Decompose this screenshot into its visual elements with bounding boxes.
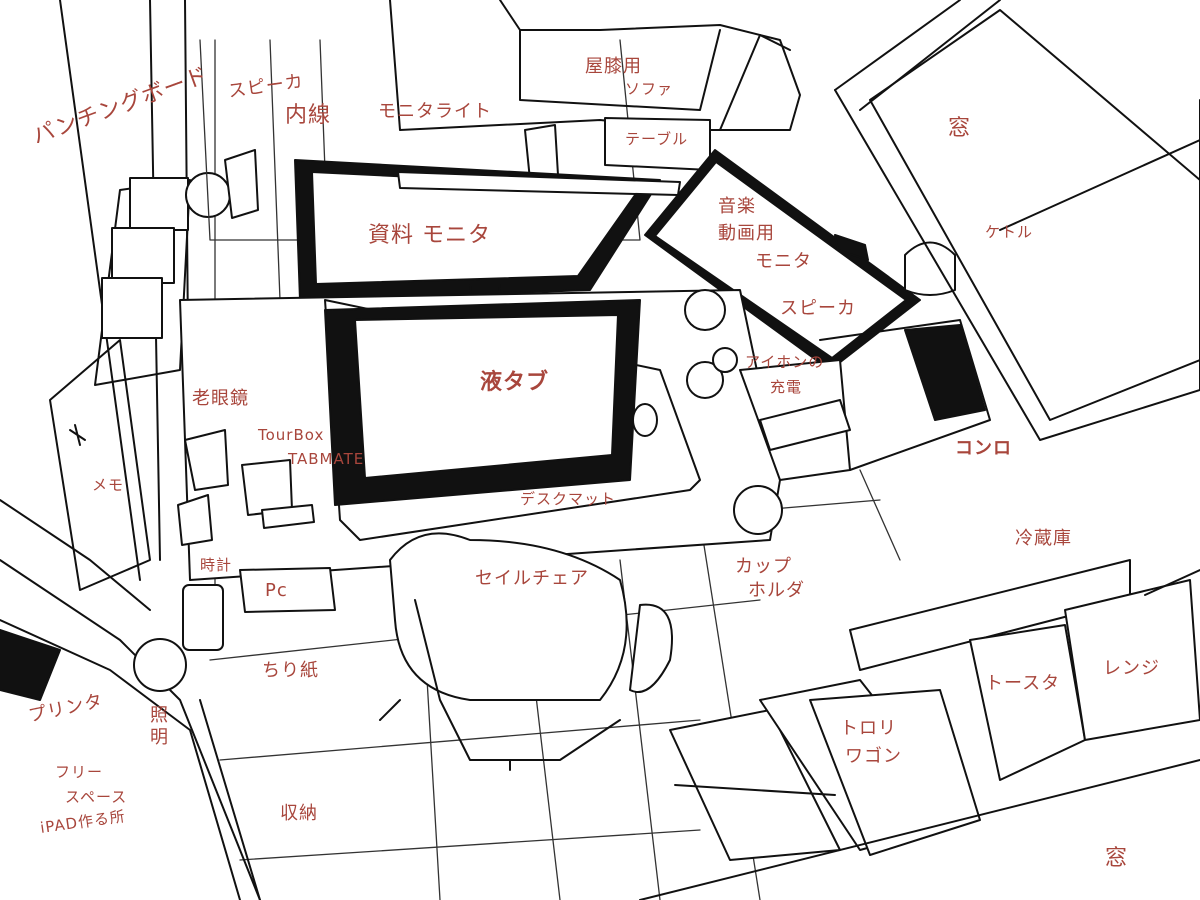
label-trolley-2: ワゴン [845, 748, 902, 766]
lamp [134, 639, 186, 691]
printer [0, 630, 60, 700]
label-monitor-light: モニタライト [378, 103, 492, 121]
label-desk-mat: デスクマット [520, 492, 616, 507]
label-lamp: 照明 [148, 705, 166, 749]
label-music-monitor-1: 音楽 [718, 198, 756, 216]
label-table: テーブル [625, 132, 688, 147]
label-clock: 時計 [200, 558, 232, 573]
intercom-phone [225, 150, 258, 218]
label-memo: メモ [92, 478, 124, 493]
label-stove: コンロ [955, 440, 1012, 458]
label-pc: Pc [265, 582, 288, 600]
label-intercom: 内線 [285, 105, 331, 127]
label-cup-holder-2: ホルダ [748, 582, 805, 600]
label-pen-tablet: 液タブ [480, 372, 549, 394]
label-trolley-1: トロリ [840, 720, 897, 738]
label-phone-charge-1: アイホンの [745, 355, 824, 370]
label-window-top: 窓 [948, 118, 971, 140]
label-speaker-right: スピーカ [780, 300, 856, 318]
trolley-wagon [670, 680, 980, 860]
label-fridge: 冷蔵庫 [1015, 530, 1072, 548]
label-free-space-1: フリー [55, 765, 103, 780]
label-sofa-2: ソファ [625, 82, 673, 97]
label-free-space-2: スペース [65, 790, 127, 805]
pen-tablet [325, 300, 640, 505]
right-speaker [685, 290, 725, 330]
cup-holder [734, 486, 782, 534]
label-tabmate: TABMATE [288, 452, 364, 467]
label-music-monitor-3: モニタ [755, 253, 812, 271]
pushpin-icon [70, 425, 85, 445]
label-tourbox: TourBox [258, 428, 324, 443]
window-right [835, 0, 1200, 440]
label-kettle: ケトル [985, 225, 1033, 240]
label-chair: セイルチェア [475, 570, 589, 588]
smartphone [183, 585, 223, 650]
label-microwave: レンジ [1103, 660, 1160, 678]
label-tissue: ちり紙 [262, 662, 319, 680]
label-toaster: トースタ [985, 675, 1060, 693]
label-reference-monitor: 資料 モニタ [368, 225, 491, 247]
stove [905, 325, 985, 420]
label-music-monitor-2: 動画用 [718, 225, 775, 243]
label-sofa-1: 屋膝用 [585, 58, 642, 76]
label-window-bottom: 窓 [1105, 848, 1128, 870]
label-reading-glasses: 老眼鏡 [192, 390, 249, 408]
label-cup-holder-1: カップ [735, 558, 792, 576]
phone-charger-2 [713, 348, 737, 372]
desk-clock [178, 495, 212, 545]
label-storage: 収納 [280, 805, 318, 823]
mouse [633, 404, 657, 436]
label-phone-charge-2: 充電 [770, 380, 802, 395]
